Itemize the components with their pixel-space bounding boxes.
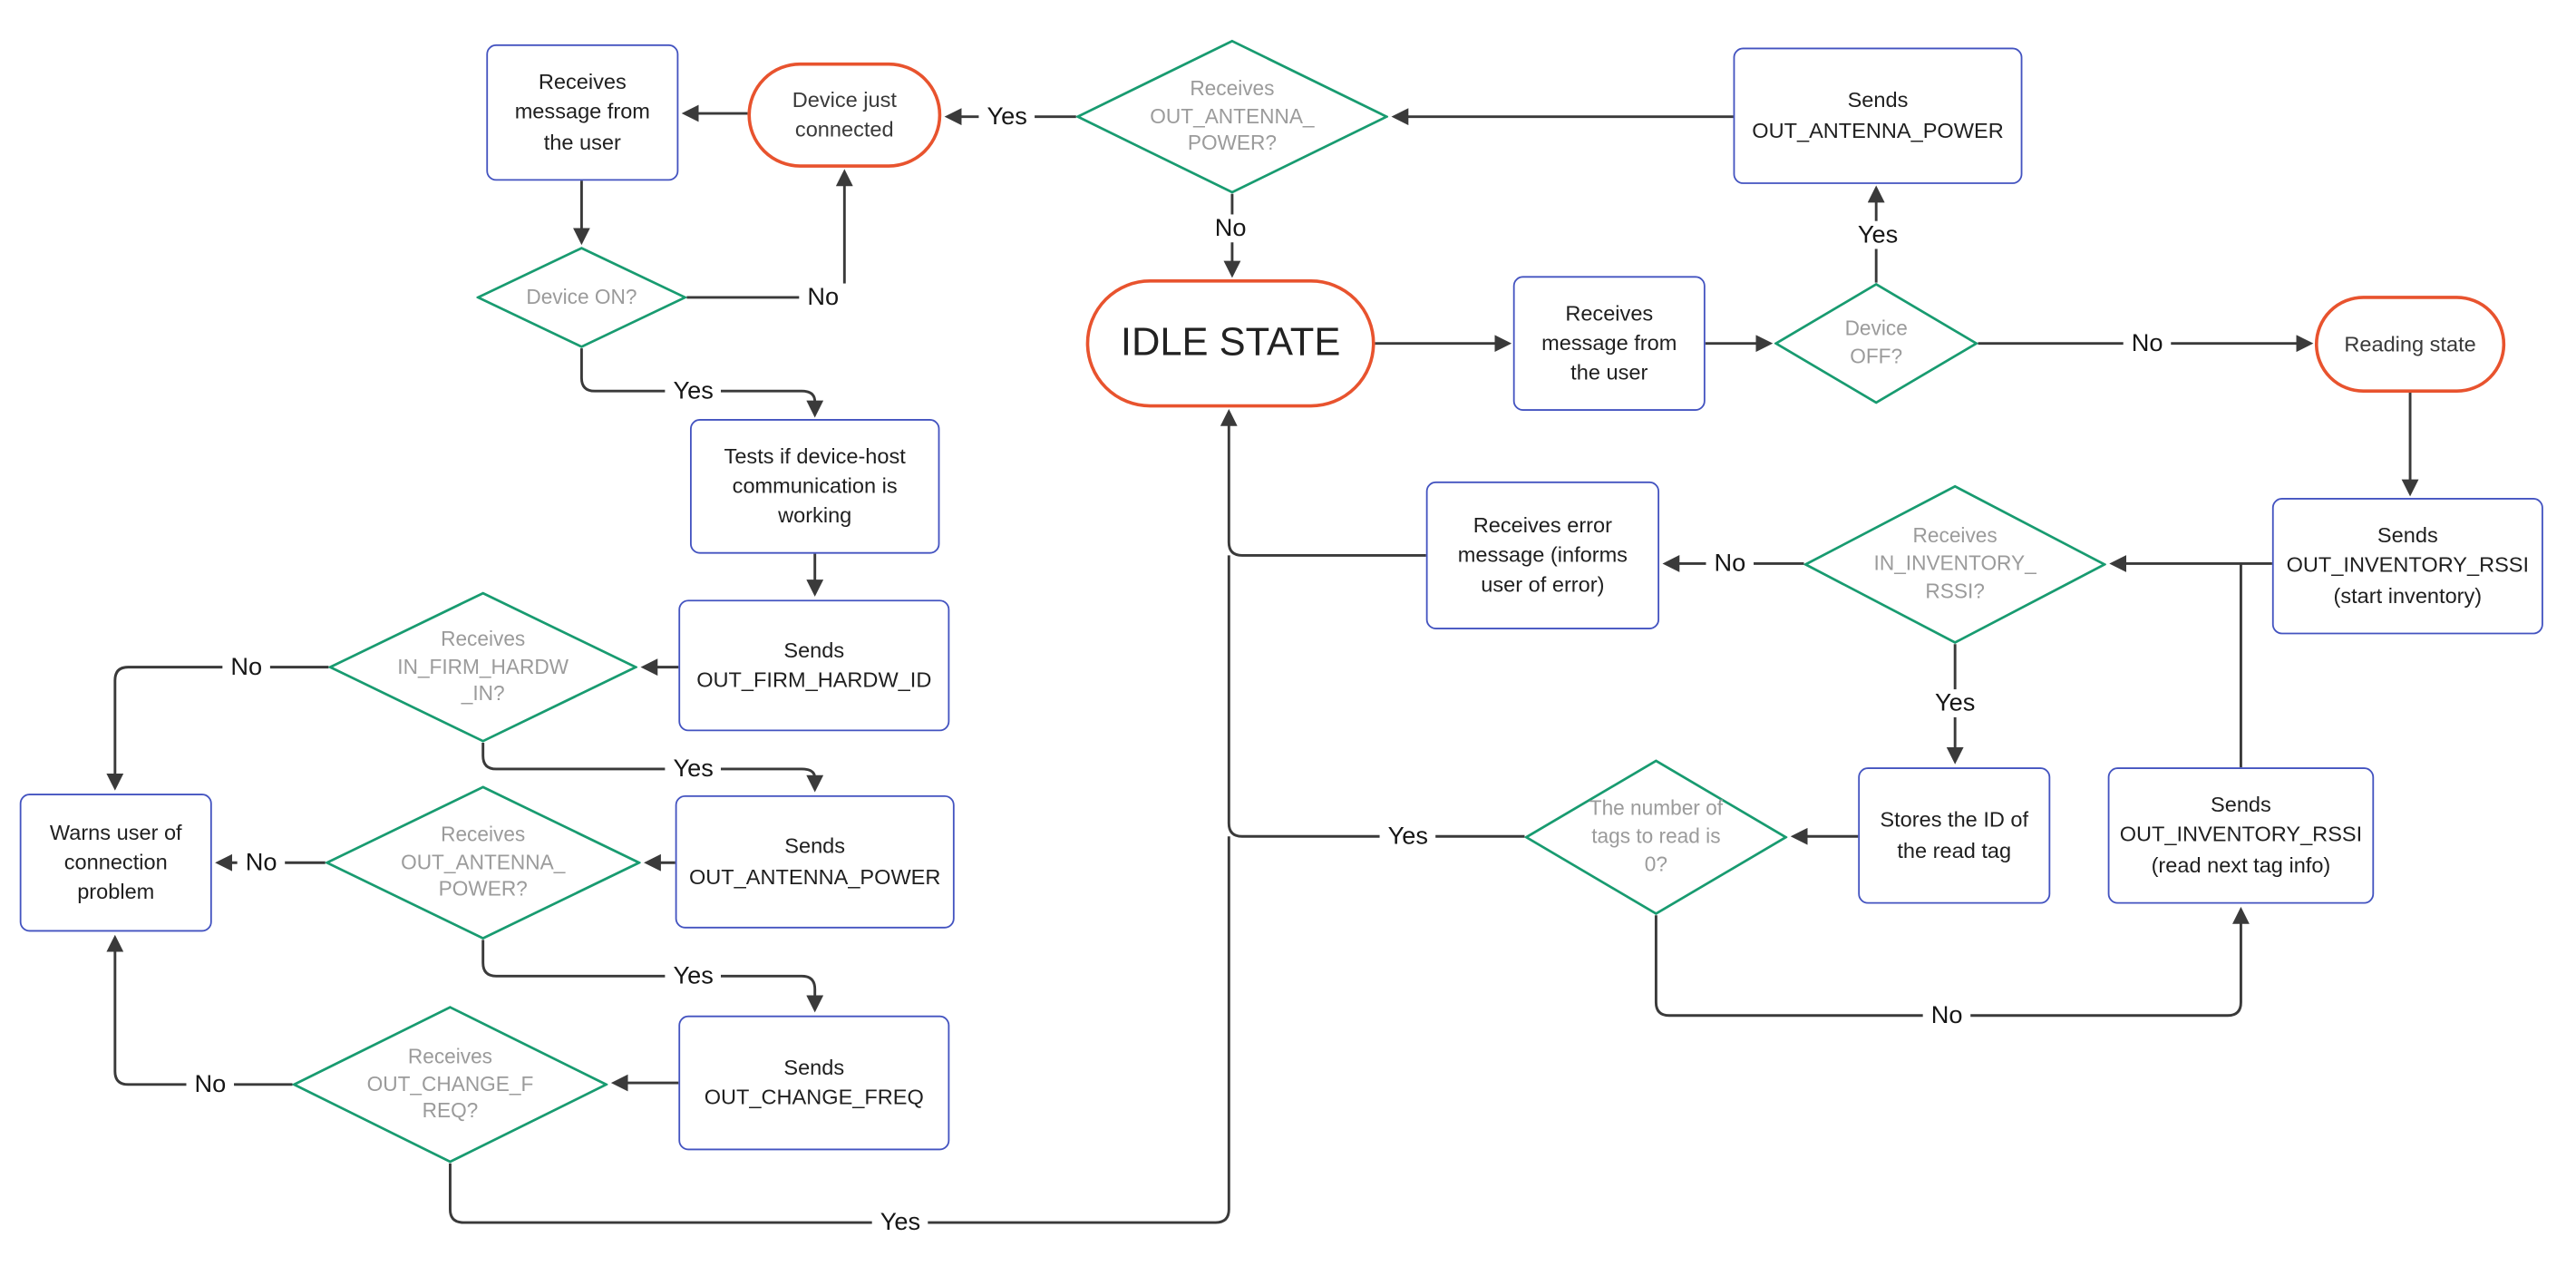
device-on: Device ON? (476, 247, 687, 348)
edge-label-receives-antenna-left-no-to-warns-user: No (237, 848, 286, 877)
edge-label-tags-zero-yes-to-idle: Yes (1379, 822, 1437, 851)
edge-receives-antenna-left-yes-to-sends-change-freq (481, 940, 824, 1013)
receives-in-firm-hardw-in-label: Receives IN_FIRM_HARDW _IN? (397, 627, 569, 706)
receives-message-from-user-2-label: Receives message from the user (1541, 300, 1677, 385)
diamond-shape (1524, 759, 1788, 915)
sends-out-inventory-rssi-next: Sends OUT_INVENTORY_RSSI (read next tag … (2107, 767, 2375, 904)
device-off-label: Device OFF? (1844, 317, 1908, 368)
sends-out-antenna-power-top-label: Sends OUT_ANTENNA_POWER (1752, 87, 2004, 142)
sends-out-change-freq: Sends OUT_CHANGE_FREQ (678, 1015, 950, 1151)
edge-label-receives-inventory-no-to-error-message: No (1706, 550, 1755, 578)
device-off: Device OFF? (1774, 282, 1978, 404)
diamond-shape (292, 1006, 608, 1164)
diamond-shape (325, 785, 641, 940)
stores-id-of-read-tag: Stores the ID of the read tag (1858, 767, 2051, 904)
edge-label-receives-firm-hardw-no-to-warns-user: No (222, 653, 271, 682)
receives-message-from-user-1-label: Receives message from the user (514, 69, 650, 154)
receives-in-inventory-rssi-label: Receives IN_INVENTORY_ RSSI? (1873, 524, 2036, 603)
number-of-tags-zero: The number of tags to read is 0? (1524, 759, 1788, 915)
diamond-shape (1075, 39, 1389, 194)
receives-message-from-user-2: Receives message from the user (1512, 276, 1706, 411)
edge-label-receives-antenna-left-yes-to-sends-change-freq: Yes (665, 961, 722, 990)
edge-device-on-no-to-device-just-connected (686, 169, 853, 299)
edge-label-receives-change-freq-no-to-warns-user: No (186, 1070, 235, 1099)
sends-out-firm-hardw-id-label: Sends OUT_FIRM_HARDW_ID (696, 637, 932, 692)
warns-user-connection-problem: Warns user of connection problem (19, 794, 212, 932)
sends-out-inventory-rssi-start: Sends OUT_INVENTORY_RSSI (start inventor… (2271, 498, 2543, 635)
receives-in-firm-hardw-in: Receives IN_FIRM_HARDW _IN? (328, 591, 638, 743)
receives-in-inventory-rssi: Receives IN_INVENTORY_ RSSI? (1803, 484, 2106, 645)
receives-error-message: Receives error message (informs user of … (1425, 481, 1660, 629)
receives-error-message-label: Receives error message (informs user of … (1457, 511, 1628, 597)
stores-id-of-read-tag-label: Stores the ID of the read tag (1880, 807, 2029, 862)
edge-label-receives-change-freq-yes-to-idle: Yes (871, 1208, 929, 1237)
edge-receives-firm-hardw-yes-to-sends-antenna-left (481, 742, 824, 793)
sends-out-change-freq-label: Sends OUT_CHANGE_FREQ (704, 1054, 924, 1110)
sends-out-firm-hardw-id: Sends OUT_FIRM_HARDW_ID (678, 599, 950, 732)
tests-device-host-communication: Tests if device-host communication is wo… (689, 419, 940, 554)
edge-label-device-on-yes-to-tests-communication: Yes (665, 376, 722, 405)
receives-out-antenna-power-top-label: Receives OUT_ANTENNA_ POWER? (1150, 76, 1315, 156)
warns-user-connection-problem-label: Warns user of connection problem (49, 819, 182, 904)
device-just-connected-label: Device just connected (792, 87, 897, 141)
device-on-label: Device ON? (526, 285, 637, 308)
edge-label-device-off-yes-to-sends-antenna-top: Yes (1849, 220, 1907, 249)
receives-out-antenna-power-left: Receives OUT_ANTENNA_ POWER? (325, 785, 641, 940)
edge-label-receives-inventory-yes-to-stores-id: Yes (1926, 689, 1984, 717)
edge-label-tags-zero-no-to-sends-inventory-next: No (1922, 1001, 1971, 1030)
reading-state: Reading state (2314, 296, 2506, 394)
receives-out-antenna-power-top: Receives OUT_ANTENNA_ POWER? (1075, 39, 1389, 194)
edge-receives-firm-hardw-no-to-warns-user (106, 666, 329, 791)
edge-label-device-on-no-to-device-just-connected: No (799, 283, 848, 312)
receives-out-antenna-power-left-label: Receives OUT_ANTENNA_ POWER? (401, 823, 566, 901)
edge-error-message-to-idle (1220, 408, 1426, 557)
edge-receives-change-freq-yes-to-idle (449, 836, 1230, 1224)
number-of-tags-zero-label: The number of tags to read is 0? (1589, 797, 1724, 876)
edge-tags-zero-no-to-sends-inventory-next (1654, 906, 2250, 1018)
tests-device-host-communication-label: Tests if device-host communication is wo… (724, 443, 906, 528)
edge-label-receives-antenna-top-no-to-idle: No (1206, 214, 1255, 243)
diamond-shape (1774, 282, 1978, 404)
diamond-shape (476, 247, 687, 348)
receives-out-change-freq: Receives OUT_CHANGE_F REQ? (292, 1006, 608, 1164)
idle-state-label: IDLE STATE (1120, 319, 1341, 365)
diamond-shape (1803, 484, 2106, 644)
edge-tags-zero-yes-to-idle (1227, 555, 1525, 838)
edge-label-device-off-no-to-reading-state: No (2123, 329, 2172, 358)
sends-out-antenna-power-left: Sends OUT_ANTENNA_POWER (675, 794, 955, 929)
edge-label-antenna-top-yes-to-device-just-connected: Yes (978, 102, 1035, 131)
sends-out-antenna-power-top: Sends OUT_ANTENNA_POWER (1733, 47, 2023, 184)
idle-state: IDLE STATE (1085, 279, 1375, 408)
sends-out-inventory-rssi-next-label: Sends OUT_INVENTORY_RSSI (read next tag … (2119, 792, 2363, 877)
sends-out-inventory-rssi-start-label: Sends OUT_INVENTORY_RSSI (start inventor… (2286, 522, 2530, 608)
device-just-connected: Device just connected (747, 62, 942, 168)
receives-message-from-user-1: Receives message from the user (486, 44, 679, 181)
receives-out-change-freq-label: Receives OUT_CHANGE_F REQ? (366, 1044, 534, 1124)
reading-state-label: Reading state (2344, 331, 2476, 356)
sends-out-antenna-power-left-label: Sends OUT_ANTENNA_POWER (688, 833, 941, 889)
diamond-shape (328, 591, 638, 743)
edge-receives-change-freq-no-to-warns-user (106, 934, 293, 1086)
edge-label-receives-firm-hardw-yes-to-sends-antenna-left: Yes (665, 755, 722, 784)
